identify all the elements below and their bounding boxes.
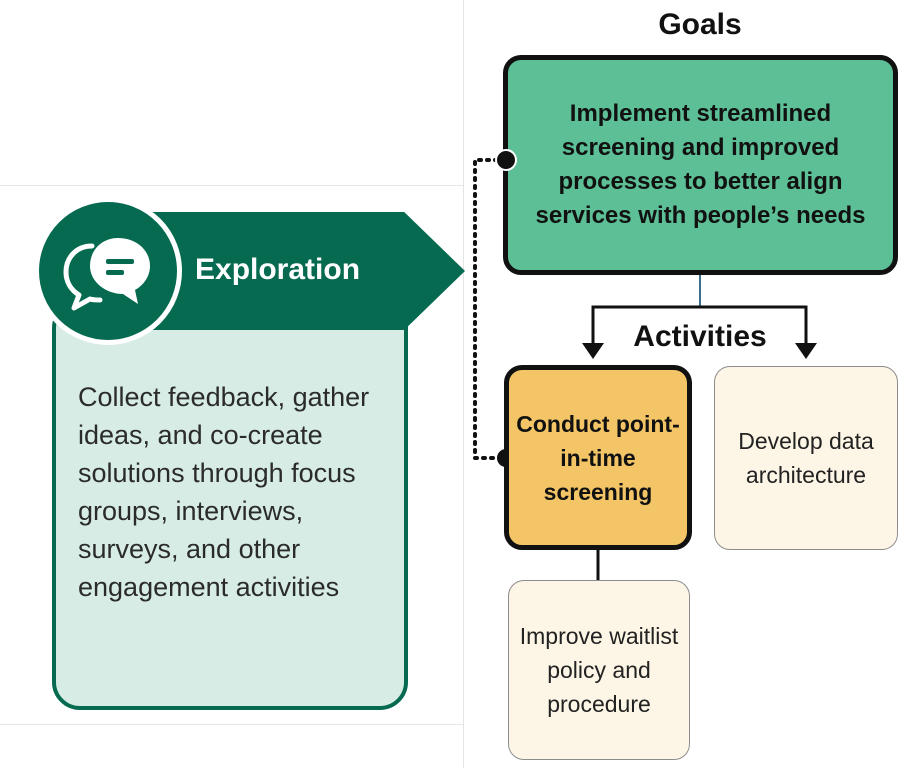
activities-heading: Activities [633,320,767,353]
activity-primary-text: Conduct point-in-time screening [516,410,680,505]
goal-box: Implement streamlined screening and impr… [503,55,898,275]
activity-secondary-text: Develop data architecture [738,428,874,488]
activity-secondary: Develop data architecture [714,366,898,550]
activity-primary: Conduct point-in-time screening [504,365,692,550]
exploration-card [52,300,408,710]
goals-heading: Goals [658,8,742,41]
exploration-title: Exploration [195,253,361,286]
exploration-description: Collect feedback, gather ideas, and co-c… [78,382,370,602]
goal-text: Implement streamlined screening and impr… [535,100,866,229]
speech-bubbles-icon [63,238,150,311]
activity-tertiary-text: Improve waitlist policy and procedure [519,623,679,717]
panel-divider [463,0,464,768]
activity-tertiary: Improve waitlist policy and procedure [508,580,690,760]
